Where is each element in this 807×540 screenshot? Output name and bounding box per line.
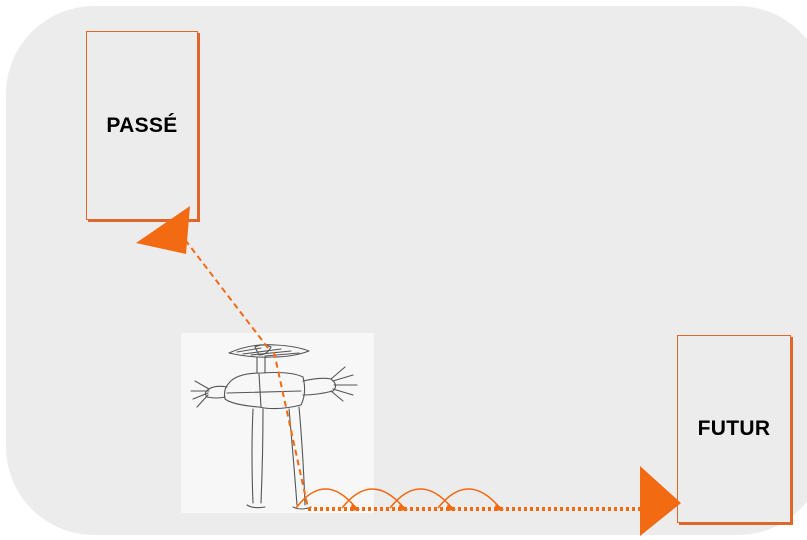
step-arc-2 (342, 489, 404, 508)
step-arc-3 (390, 489, 452, 508)
step-arcs (296, 489, 500, 508)
future-arrowhead (640, 466, 681, 536)
descent-arrow-line (274, 352, 308, 508)
past-arrow-line (186, 241, 268, 348)
step-arc-4 (438, 489, 500, 508)
past-arrowhead (136, 206, 190, 254)
step-arc-tips (350, 503, 504, 511)
